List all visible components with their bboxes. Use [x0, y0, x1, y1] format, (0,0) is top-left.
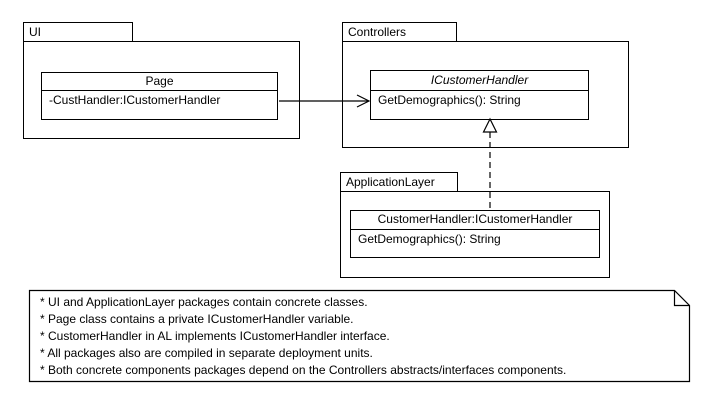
class-page-title: Page: [42, 73, 277, 91]
package-ui-tab[interactable]: UI: [23, 22, 133, 42]
note-shape[interactable]: [28, 289, 691, 383]
note-line: * Both concrete components packages depe…: [40, 363, 567, 377]
package-applicationlayer-tab[interactable]: ApplicationLayer: [340, 172, 458, 192]
package-ui-label: UI: [29, 25, 41, 39]
association-arrow-page-to-icustomerhandler[interactable]: [279, 94, 371, 108]
class-page-attribute: -CustHandler:ICustomerHandler: [49, 93, 221, 107]
package-controllers-label: Controllers: [348, 25, 407, 39]
class-customerhandler[interactable]: CustomerHandler:ICustomerHandler GetDemo…: [350, 210, 600, 258]
note-line: * Page class contains a private ICustome…: [40, 312, 354, 326]
package-applicationlayer-label: ApplicationLayer: [346, 175, 435, 189]
hollow-triangle-arrowhead-icon: [482, 117, 498, 133]
class-icustomerhandler-method: GetDemographics(): String: [378, 93, 521, 107]
note-line: * UI and ApplicationLayer packages conta…: [40, 295, 368, 309]
class-page[interactable]: Page -CustHandler:ICustomerHandler: [41, 72, 278, 120]
note-text: * UI and ApplicationLayer packages conta…: [40, 294, 685, 379]
note-line: * CustomerHandler in AL implements ICust…: [40, 329, 390, 343]
class-icustomerhandler-title: ICustomerHandler: [371, 71, 588, 91]
class-icustomerhandler[interactable]: ICustomerHandler GetDemographics(): Stri…: [370, 70, 589, 120]
open-arrowhead-icon: [356, 94, 371, 108]
class-customerhandler-method: GetDemographics(): String: [358, 232, 501, 246]
class-customerhandler-title: CustomerHandler:ICustomerHandler: [351, 211, 599, 230]
package-controllers-tab[interactable]: Controllers: [342, 22, 457, 42]
realization-arrow-customerhandler-to-icustomerhandler[interactable]: [482, 117, 498, 210]
note-line: * All packages also are compiled in sepa…: [40, 346, 373, 360]
note-dogear-icon: [673, 290, 690, 307]
